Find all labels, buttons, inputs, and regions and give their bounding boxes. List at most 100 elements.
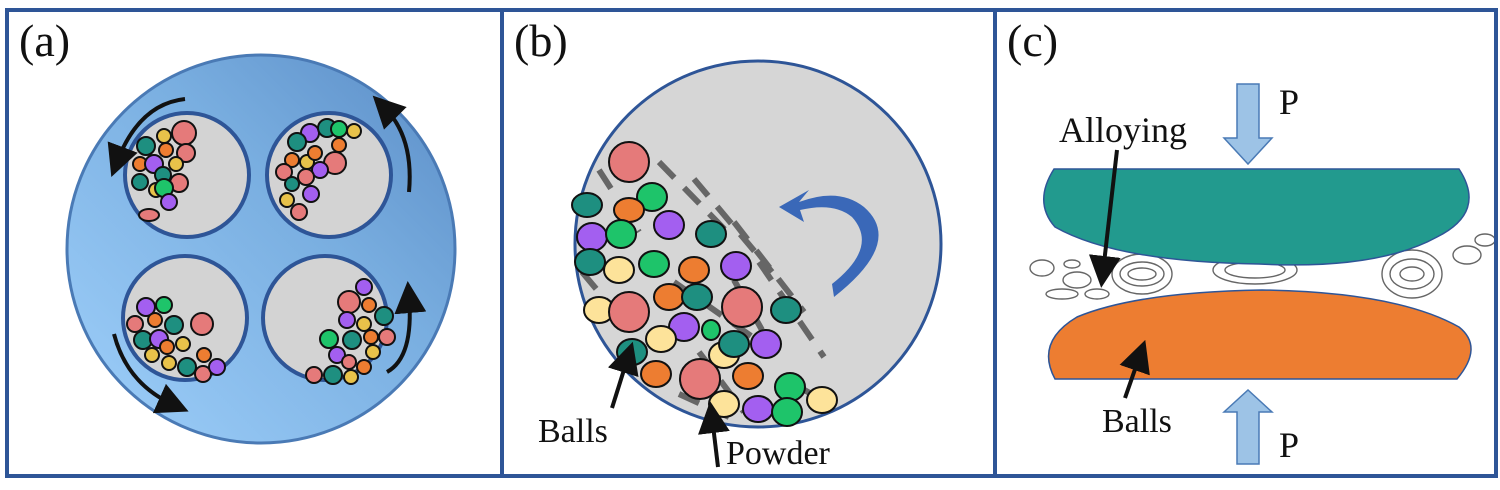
ball-cream xyxy=(806,386,838,414)
ball-pink xyxy=(378,328,396,346)
ball-purple xyxy=(311,161,329,179)
alloying-pointer-arrow xyxy=(1088,149,1121,288)
ball-green xyxy=(638,250,670,278)
rotation-arrow-bottom-left xyxy=(112,333,189,414)
ball-orange xyxy=(640,360,672,388)
ball-yellow xyxy=(279,192,295,208)
ball-green xyxy=(771,397,803,427)
ball-yellow xyxy=(365,344,381,360)
ball-yellow xyxy=(343,369,359,385)
ball-teal xyxy=(571,192,603,218)
pressure-arrow-up xyxy=(1222,388,1274,465)
ball-green xyxy=(319,329,339,349)
ball-pink xyxy=(176,143,196,163)
panel-a-planetary-mill: (a) xyxy=(5,8,504,478)
powder-particles xyxy=(1029,233,1494,300)
ball-teal xyxy=(695,220,727,248)
ball-cream xyxy=(708,390,740,418)
ball-pink xyxy=(275,163,293,181)
ball-teal xyxy=(284,176,300,192)
ball-purple xyxy=(750,329,782,359)
alloying-label: Alloying xyxy=(1059,110,1187,150)
panel-a-label: (a) xyxy=(19,15,71,66)
ball-purple xyxy=(302,185,320,203)
pressure-label-bottom: P xyxy=(1279,425,1299,465)
bottom-ball xyxy=(1047,289,1472,380)
ball-pink xyxy=(171,120,197,146)
pressure-label-top: P xyxy=(1279,82,1299,122)
ball-pink xyxy=(190,312,214,336)
ball-yellow xyxy=(161,355,177,371)
ball-teal xyxy=(287,132,307,152)
ball-purple xyxy=(208,358,226,376)
ball-pink xyxy=(608,141,650,183)
ball-purple xyxy=(338,311,356,329)
ball-purple xyxy=(720,251,752,281)
ball-orange xyxy=(732,362,764,390)
panel-b-vial-detail: (b) Balls Powder xyxy=(500,8,997,478)
rotation-arrow-top-left xyxy=(107,97,186,177)
ball-orange xyxy=(159,339,175,355)
ball-teal xyxy=(770,296,802,324)
ball-teal xyxy=(342,330,362,350)
ball-purple xyxy=(160,193,178,211)
ball-orange xyxy=(284,152,300,168)
ball-pink xyxy=(608,291,650,333)
ball-pink xyxy=(138,208,160,222)
ball-teal xyxy=(164,315,184,335)
ball-yellow xyxy=(346,123,362,139)
ball-teal xyxy=(374,306,394,326)
panel-b-label: (b) xyxy=(514,15,568,66)
powder-label: Powder xyxy=(726,435,831,472)
ball-orange xyxy=(361,297,377,313)
ball-orange xyxy=(147,312,163,328)
ball-orange xyxy=(613,197,645,223)
ball-pink xyxy=(679,358,721,400)
ball-pink xyxy=(305,366,323,384)
ball-orange xyxy=(356,359,372,375)
mill-disk xyxy=(65,53,457,445)
ball-purple xyxy=(653,210,685,240)
ball-teal xyxy=(574,248,606,276)
ball-orange xyxy=(678,256,710,284)
balls-label: Balls xyxy=(538,413,608,450)
ball-orange xyxy=(331,137,347,153)
ball-pink xyxy=(126,315,144,333)
ball-green xyxy=(605,219,637,249)
ball-green xyxy=(636,182,668,212)
pressure-arrow-down xyxy=(1222,83,1274,166)
balls-pointer-arrow-c xyxy=(1119,339,1150,399)
ball-purple xyxy=(742,395,774,423)
ball-purple xyxy=(328,346,346,364)
ball-yellow xyxy=(156,128,172,144)
ball-orange xyxy=(158,142,174,158)
balls-pointer-arrow xyxy=(607,341,639,409)
ball-orange xyxy=(653,283,685,311)
top-ball xyxy=(1043,168,1470,266)
collision-diagram: P P Alloying Balls xyxy=(1029,82,1494,465)
ball-green xyxy=(774,372,806,402)
ball-green xyxy=(330,120,348,138)
ball-purple xyxy=(355,278,373,296)
ball-teal xyxy=(718,330,750,358)
ball-cream xyxy=(645,325,677,353)
ball-pink xyxy=(290,203,308,221)
ball-pink xyxy=(721,286,763,328)
ball-cream xyxy=(603,256,635,284)
ball-purple xyxy=(136,297,156,317)
ball-teal xyxy=(136,136,156,156)
ball-yellow xyxy=(144,347,160,363)
ball-yellow xyxy=(168,156,184,172)
vial-detail-diagram: Balls Powder xyxy=(538,59,943,472)
ball-teal xyxy=(177,357,197,377)
ball-pink xyxy=(194,365,212,383)
ball-pink xyxy=(337,290,361,314)
rotation-arrow xyxy=(779,190,879,297)
ball-orange xyxy=(307,145,323,161)
panel-c-label: (c) xyxy=(1007,15,1059,66)
rotation-arrow-bottom-right xyxy=(385,281,427,374)
ball-teal xyxy=(323,365,343,385)
ball-orange xyxy=(196,347,212,363)
powder-pointer-arrow xyxy=(698,401,730,468)
ball-yellow xyxy=(356,316,372,332)
